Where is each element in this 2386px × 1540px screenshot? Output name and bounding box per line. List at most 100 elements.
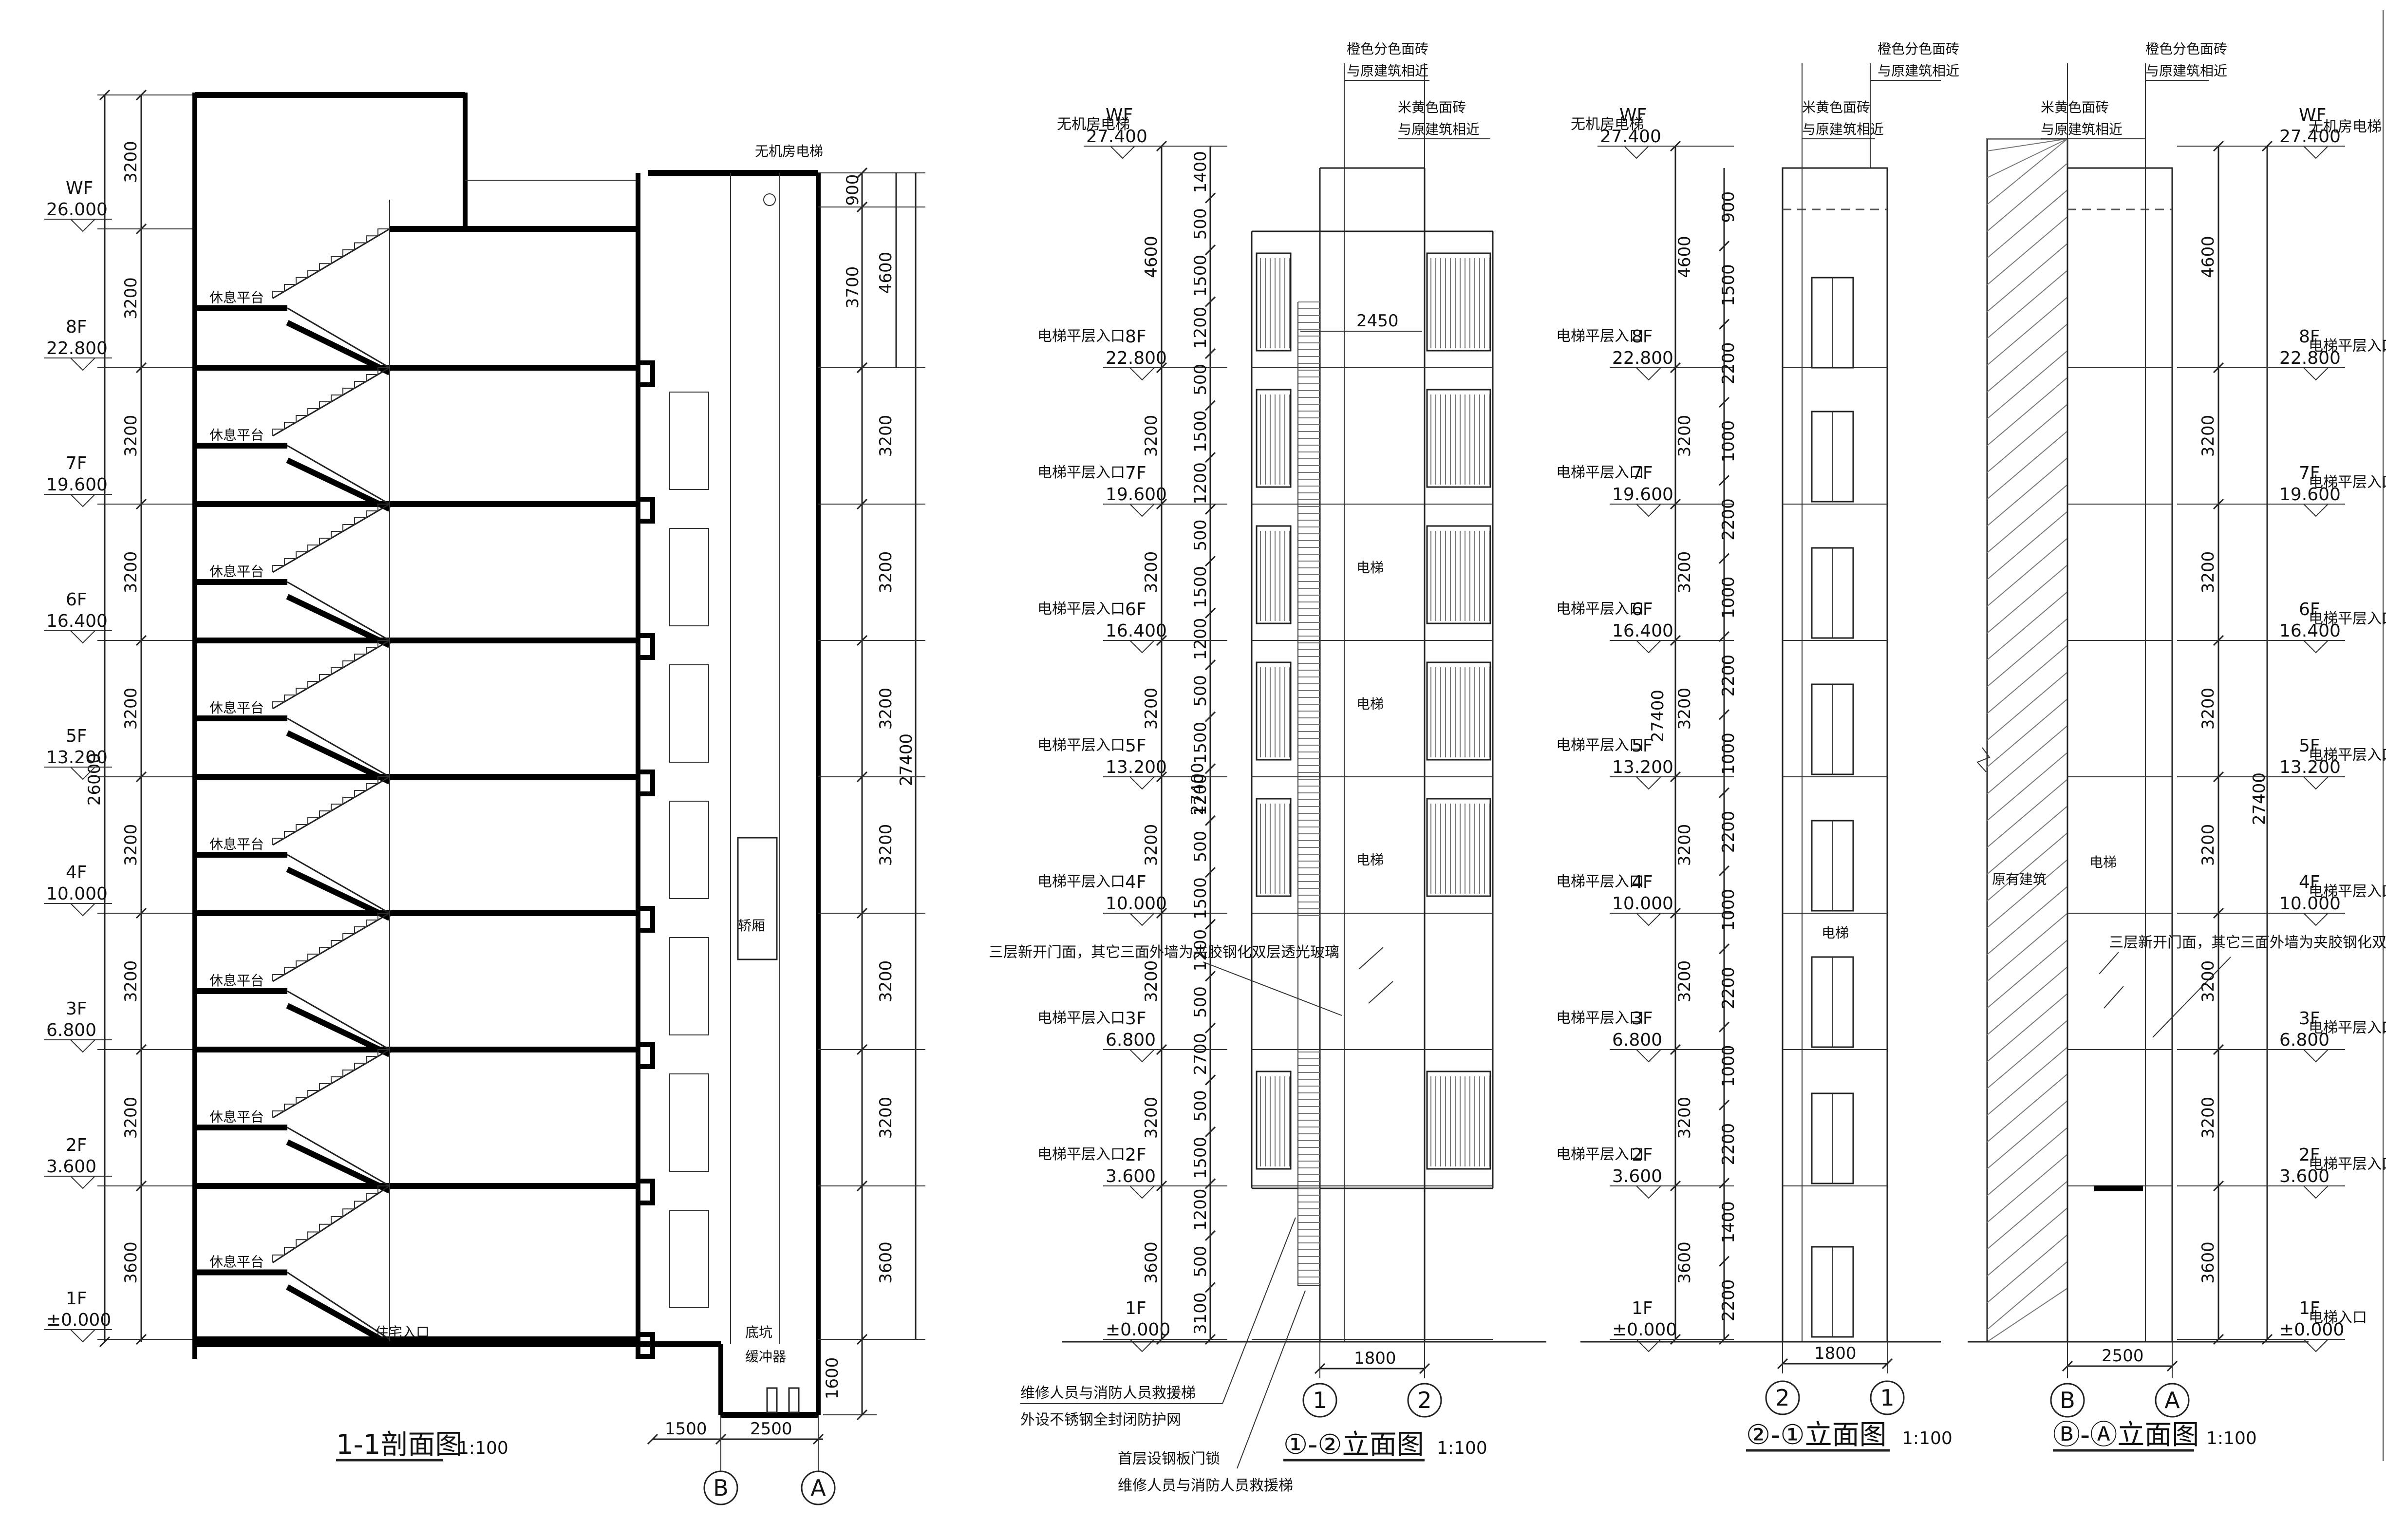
elevBA-level-6F-elev: 16.400 <box>2279 621 2341 641</box>
section-landing-label: 休息平台 <box>209 1109 264 1125</box>
dim-text: 3600 <box>1142 1241 1161 1284</box>
section-pit-label: 底坑 <box>745 1324 772 1340</box>
dim-tick <box>1204 815 1216 826</box>
elev12-inner-dim: 1200 <box>1191 618 1210 660</box>
elevBA-hatch <box>1987 1047 2068 1116</box>
section-buffer-label: 缓冲器 <box>745 1349 786 1365</box>
dim-text: 3200 <box>1142 415 1161 457</box>
dim-text: 4600 <box>1142 236 1161 278</box>
section-car-label: 轿厢 <box>738 918 765 934</box>
elevBA-axis-A-bubble-label: A <box>2164 1387 2180 1413</box>
elevBA-hatch <box>1987 404 2068 473</box>
elev21-inner-dim: 2200 <box>1719 1123 1738 1165</box>
elev12-level-7F-entry: 电梯平层入口 <box>1037 464 1125 481</box>
dim-text: 3200 <box>2198 960 2218 1003</box>
section-stair-treads <box>272 776 390 845</box>
section-bottom-dim-1: 1500 <box>665 1419 707 1439</box>
elevBA-level-2F-name: 2F <box>2299 1145 2320 1165</box>
section-level-1F-triangle <box>69 1329 96 1343</box>
elevBA-hatch <box>1987 297 2068 366</box>
elevBA-level-8F-triangle <box>2302 367 2330 381</box>
dim-text: 4600 <box>876 252 896 294</box>
dim-text: 27400 <box>897 733 916 786</box>
elevBA-hatch <box>1987 672 2068 741</box>
section-landing-door <box>669 1073 709 1172</box>
elev12-level-1F-elev: ±0.000 <box>1106 1320 1170 1340</box>
elev12-window <box>1426 252 1491 352</box>
dim-text: 3600 <box>2198 1241 2218 1284</box>
elev21-inner-dim: 1000 <box>1719 577 1738 619</box>
section-flight-lower <box>287 581 390 641</box>
dim-tick <box>1204 1333 1216 1345</box>
elevBA-level-4F-triangle <box>2302 913 2330 926</box>
elev12-axis-2-bubble <box>1407 1383 1442 1418</box>
elev12-elevator-label: 电梯 <box>1356 696 1384 712</box>
dim-tick <box>1718 1333 1730 1345</box>
section-flight-lower <box>287 854 390 914</box>
elevBA-level-3F-entry: 电梯平层入口 <box>2309 1019 2386 1036</box>
elev21-level-3F-entry: 电梯平层入口 <box>1556 1010 1644 1027</box>
elevBA-hatch <box>1987 993 2068 1062</box>
elevBA-width-dim-text: 2500 <box>2102 1346 2144 1366</box>
elevBA-level-2F-triangle <box>2302 1185 2330 1199</box>
elev12-inner-dim: 1500 <box>1191 877 1210 920</box>
elev12-level-7F-triangle <box>1128 504 1156 517</box>
dim-tick <box>1204 504 1216 515</box>
section-flight-lower <box>287 990 390 1051</box>
section-stair-treads <box>272 504 390 572</box>
elev12-window <box>1256 661 1292 761</box>
elev21-inner-dim: 2200 <box>1719 655 1738 697</box>
dim-tick <box>1718 319 1730 330</box>
elev21-level-8F-entry: 电梯平层入口 <box>1556 328 1644 345</box>
elevBA-hatch <box>1987 216 2068 285</box>
dim-text: 3200 <box>876 960 896 1003</box>
elev21-inner-dim: 1000 <box>1719 732 1738 775</box>
dim-tick <box>1204 348 1216 359</box>
dim-tick <box>1204 867 1216 878</box>
section-level-8F-elev: 22.800 <box>46 338 108 358</box>
dim-tick <box>1718 787 1730 798</box>
elevBA-hatch <box>1987 511 2068 580</box>
elev21-scale: 1:100 <box>1902 1428 1953 1448</box>
elev21-level-8F-name: 8F <box>1632 327 1653 347</box>
elev12-window <box>1256 252 1292 352</box>
elev12-level-3F-triangle <box>1128 1049 1156 1063</box>
section-level-5F-name: 5F <box>66 726 87 746</box>
elev21-inner-dim: 2200 <box>1719 811 1738 853</box>
elev21-note-4: 与原建筑相近 <box>1802 121 1884 137</box>
dim-tick <box>1204 244 1216 256</box>
elev12-level-4F-name: 4F <box>1125 872 1146 892</box>
elev12-level-4F-elev: 10.000 <box>1106 894 1167 914</box>
elev21-level-3F-elev: 6.800 <box>1612 1030 1662 1050</box>
section-beam <box>636 1179 655 1205</box>
elev12-note-1: 橙色分色面砖 <box>1347 41 1428 57</box>
section-beam <box>636 633 655 660</box>
elev21-axis-1-bubble-label: 1 <box>1880 1385 1894 1411</box>
elevBA-hatch <box>1987 1288 2068 1342</box>
elev21-level-4F-entry: 电梯平层入口 <box>1556 873 1644 890</box>
section-storey-dim: 3600 <box>121 1241 141 1284</box>
section-hoist-pulley <box>763 193 776 206</box>
elevBA-hatch <box>1987 138 2068 151</box>
section-stair-treads <box>272 913 390 981</box>
elev21-inner-dim: 1000 <box>1719 1045 1738 1088</box>
elev12-glass-mark <box>1358 947 1384 970</box>
dim-tick <box>99 1336 111 1348</box>
dim-tick <box>2261 140 2273 152</box>
elevBA-level-4F-entry: 电梯平层入口 <box>2309 883 2386 900</box>
elevBA-hatch <box>1987 1154 2068 1223</box>
elev21-level-6F-elev: 16.400 <box>1612 621 1673 641</box>
elevBA-level-1F-entry: 电梯入口 <box>2309 1309 2367 1326</box>
elev21-level-7F-elev: 19.600 <box>1612 485 1673 505</box>
elevBA-level-6F-triangle <box>2302 640 2330 654</box>
elev12-inner-dim: 500 <box>1191 831 1210 863</box>
dim-text: 3200 <box>2198 824 2218 866</box>
elevBA-hatch <box>1987 832 2068 901</box>
section-level-7F-elev: 19.600 <box>46 475 108 495</box>
elevBA-glass-leader <box>2152 957 2231 1038</box>
section-landing-door <box>669 392 709 490</box>
elev21-inner-dim: 1400 <box>1719 1201 1738 1243</box>
elevBA-hatch <box>1987 913 2068 982</box>
elev21-axis-2-bubble-label: 2 <box>1775 1385 1789 1411</box>
elevBA-level-4F-elev: 10.000 <box>2279 894 2341 914</box>
